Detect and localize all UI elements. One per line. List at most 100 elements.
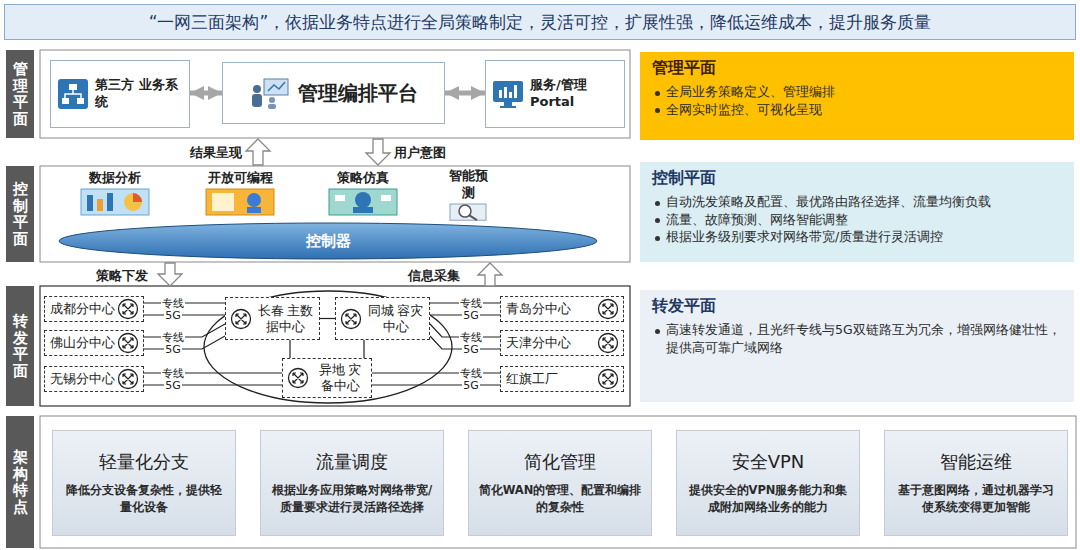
node-heading: 控制平面 <box>652 168 1062 189</box>
title-bar: “一网三面架构”，依据业务特点进行全局策略制定，灵活可控，扩展性强，降低运维成本… <box>4 4 1076 40</box>
text-group: 服务/管理Portal <box>530 77 618 111</box>
icon-part <box>123 338 133 348</box>
text-group: 第三方 业务系统 <box>95 77 183 111</box>
link-label: 专线 <box>459 332 483 343</box>
icon-part <box>599 370 618 389</box>
icon-part <box>133 193 142 202</box>
platform-icon <box>250 77 290 109</box>
node-heading: 管理平面 <box>652 58 1062 79</box>
bullet-text: 全网实时监控、可视化呈现 <box>652 101 1062 119</box>
icon-part <box>504 87 507 98</box>
icon-part <box>329 189 397 215</box>
branch-node: 青岛分中心 <box>500 296 624 322</box>
datacenter-node: 异地 灾备中心 <box>282 358 372 398</box>
feature-card: 流量调度根据业务应用策略对网络带宽/质量要求进行灵活路径选择 <box>260 430 444 536</box>
hollow-arrow-up <box>246 139 270 165</box>
icon-part <box>499 90 502 98</box>
node-heading: 管理编排平台 <box>298 80 418 107</box>
flow-label: 用户意图 <box>394 144 446 162</box>
disc-outline <box>59 223 597 259</box>
link-line <box>320 318 335 319</box>
icon-part <box>469 215 477 220</box>
text-group: 管理编排平台 <box>298 80 418 107</box>
router-icon <box>597 368 619 390</box>
node-heading: 无锡分中心 <box>50 371 115 388</box>
node-heading: 第三方 业务系统 <box>95 77 183 111</box>
text-group: 策略仿真 <box>337 170 389 187</box>
link-line <box>372 384 500 385</box>
icon-part <box>123 304 133 314</box>
icon-part <box>69 84 77 90</box>
bullet-text: 高速转发通道，且光纤专线与5G双链路互为冗余，增强网络健壮性，提供高可靠广域网络 <box>652 321 1062 356</box>
router-icon <box>117 332 139 354</box>
router-icon <box>597 332 619 354</box>
icon-part <box>269 97 275 103</box>
text-group: 管理平面全局业务策略定义、管理编排全网实时监控、可视化呈现 <box>652 58 1062 118</box>
icon-part <box>77 98 84 104</box>
datacenter-node: 长春 主数据中心 <box>225 297 320 340</box>
controller-disc: 控制器 <box>58 222 598 260</box>
node-body: 根据业务应用策略对网络带宽/质量要求进行灵活路径选择 <box>269 482 435 515</box>
bullet-text: 根据业务级别要求对网络带宽/质量进行灵活调控 <box>652 228 1062 246</box>
text-group: 红旗工厂 <box>506 371 558 388</box>
system-icon <box>57 78 89 110</box>
branch-node: 成都分中心 <box>44 296 144 322</box>
link-label: 5G <box>462 344 480 355</box>
node-heading: 安全VPN <box>685 450 851 474</box>
function-tile: 数据分析 <box>70 170 160 222</box>
node-body: 基于意图网络，通过机器学习使系统变得更加智能 <box>893 482 1059 515</box>
branch-node: 天津分中心 <box>500 330 624 356</box>
link-label: 专线 <box>459 368 483 379</box>
text-group: 管理平面 <box>13 61 28 127</box>
text-group: 无锡分中心 <box>50 371 115 388</box>
icon-part <box>65 90 81 98</box>
link-label: 5G <box>164 380 182 391</box>
text-group: 成都分中心 <box>50 301 115 318</box>
link-label: 专线 <box>161 298 185 309</box>
icon-part <box>252 94 262 107</box>
text-group: 佛山分中心 <box>50 335 115 352</box>
text-group: 异地 灾备中心 <box>313 362 367 393</box>
icon-part <box>509 92 512 98</box>
text-group: 控制器 <box>306 232 351 251</box>
node-heading: 青岛分中心 <box>506 301 571 318</box>
bullet-text: 自动洗发策略及配置、最优路由路径选择、流量均衡负载 <box>652 193 1062 211</box>
node-heading: 转发平面 <box>13 313 28 379</box>
plane-band: 架构特点 <box>6 416 34 548</box>
icon-part <box>289 369 308 388</box>
info-panel: 转发平面高速转发通道，且光纤专线与5G双链路互为冗余，增强网络健壮性，提供高可靠… <box>640 290 1074 402</box>
node-heading: 转发平面 <box>652 296 1062 317</box>
link-label: 专线 <box>459 298 483 309</box>
core-ring <box>204 291 452 403</box>
icon-part <box>264 79 288 95</box>
feature-card: 轻量化分支降低分支设备复杂性，提供轻量化设备 <box>52 430 236 536</box>
icon-part <box>603 374 613 384</box>
router-icon <box>597 298 619 320</box>
icon-part <box>514 85 517 98</box>
system-box: 服务/管理Portal <box>485 60 625 128</box>
text-group: 安全VPN提供安全的VPN服务能力和集成附加网络业务的能力 <box>685 450 851 515</box>
row-frame <box>40 416 1076 548</box>
bullet-text: 全局业务策略定义、管理编排 <box>652 83 1062 101</box>
function-tile: 智能预测 <box>446 168 490 224</box>
portal-icon <box>492 78 524 110</box>
icon-part <box>123 374 133 384</box>
icon-part <box>58 79 88 109</box>
row-frame <box>40 50 630 138</box>
icon-part <box>342 309 361 328</box>
node-heading: 成都分中心 <box>50 301 115 318</box>
node-heading: 控制器 <box>306 232 351 251</box>
link-line <box>289 340 290 358</box>
node-heading: 异地 灾备中心 <box>313 362 367 393</box>
icon-part <box>603 304 613 314</box>
text-group: 长春 主数据中心 <box>256 303 315 334</box>
router-icon <box>230 308 252 330</box>
icon-part <box>353 207 373 213</box>
text-group: 智能预测 <box>446 168 490 202</box>
icon-part <box>293 373 303 383</box>
node-heading: 智能预测 <box>446 168 490 202</box>
node-heading: 架构特点 <box>13 449 28 515</box>
text-group: 同城 容灾中心 <box>366 303 425 334</box>
branch-node: 佛山分中心 <box>44 330 144 356</box>
link-label: 5G <box>164 344 182 355</box>
